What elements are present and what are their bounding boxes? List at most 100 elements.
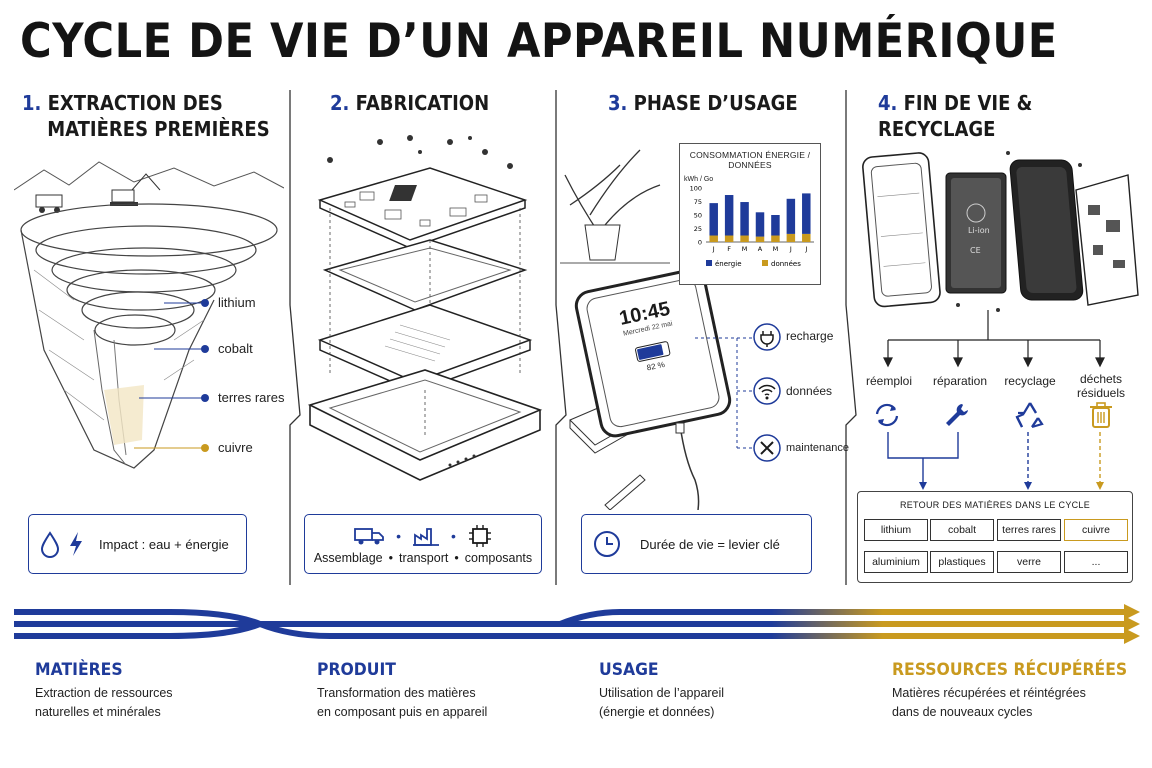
return-arrows (887, 432, 1104, 490)
trash-icon (1090, 402, 1112, 428)
eol-recycle-label: recyclage (1004, 374, 1056, 388)
chip-plastics: plastiques (930, 551, 994, 573)
water-drop-icon (40, 531, 60, 558)
divider-2 (555, 90, 567, 585)
bottom-recovered-line1: Matières récupérées et réintégrées (892, 686, 1086, 700)
bottom-materials-line2: naturelles et minérales (35, 705, 161, 719)
bar-energie (802, 193, 811, 234)
section-1-heading: 1. EXTRACTION DES MATIÈRES PREMIÈRES (22, 90, 270, 142)
section-3-line1: PHASE D’USAGE (633, 91, 798, 115)
chip-more: ... (1064, 551, 1128, 573)
lightning-icon (70, 532, 82, 556)
fab-sep-1: • (396, 527, 401, 544)
lithium-dot (201, 299, 209, 307)
tools-icon (753, 434, 781, 462)
cobalt-dot (201, 345, 209, 353)
usage-box: Durée de vie = levier clé (581, 514, 812, 574)
mining-truck-icon (35, 194, 63, 213)
chip-lithium: lithium (864, 519, 928, 541)
bottom-usage-line1: Utilisation de l’appareil (599, 686, 725, 700)
fab-item-transport: transport (399, 550, 449, 565)
factory-icon (413, 527, 439, 546)
section-2-line1: FABRICATION (355, 91, 490, 115)
section-2-heading: 2. FABRICATION (330, 90, 489, 116)
chart-ytick: 25 (694, 225, 702, 233)
fab-sep-2: • (451, 527, 456, 544)
bottom-product-desc: Transformation des matières en composant… (317, 684, 487, 722)
truck-icon (354, 527, 384, 544)
bottom-product-line1: Transformation des matières (317, 686, 476, 700)
section-1-number: 1. (22, 91, 42, 115)
chart-xtick: M (742, 245, 748, 253)
chart-xtick: M (773, 245, 779, 253)
mineral-cobalt: cobalt (218, 341, 253, 356)
chip-cobalt: cobalt (930, 519, 994, 541)
bar-donnees (771, 235, 780, 242)
bar-energie (740, 202, 749, 236)
section-1-line1: EXTRACTION DES (47, 91, 223, 115)
section-1-line2: MATIÈRES PREMIÈRES (47, 117, 270, 141)
mine-illustration (14, 161, 284, 469)
usage-data: données (786, 384, 833, 398)
page-title: CYCLE DE VIE D’UN APPAREIL NUMÉRIQUE (20, 14, 1058, 69)
clock-icon (594, 531, 620, 557)
chip-icon (468, 524, 491, 547)
legend-swatch (706, 260, 712, 266)
battery-mark: CE (970, 246, 981, 255)
legend-swatch (762, 260, 768, 266)
divider-1 (289, 90, 301, 585)
chip-glass: verre (997, 551, 1061, 573)
usage-maintenance: maintenance (786, 442, 849, 454)
battery-label: Li-ion (968, 226, 990, 235)
bottom-usage-title: USAGE (599, 660, 659, 680)
wifi-icon (753, 377, 781, 405)
bottom-materials-title: MATIÈRES (35, 660, 123, 680)
bar-donnees (755, 236, 765, 242)
mineral-rare-earths: terres rares (218, 390, 285, 405)
bottom-recovered-line2: dans de nouveaux cycles (892, 705, 1033, 719)
plug-icon (753, 323, 781, 351)
fab-sep-3: • (388, 550, 394, 565)
bar-donnees (740, 235, 749, 242)
chart-ytick: 75 (694, 198, 702, 206)
section-4-line1: FIN DE VIE & RECYCLAGE (878, 91, 1033, 141)
pen-illustration (604, 474, 646, 510)
chart-title: CONSOMMATION ÉNERGIE / DONNÉES (689, 150, 811, 170)
eol-waste-label: déchets résiduels (1076, 372, 1126, 400)
chart-xtick: F (727, 245, 731, 253)
legend-label: énergie (715, 260, 742, 268)
bottom-product-line2: en composant puis en appareil (317, 705, 488, 719)
chip-aluminium: aluminium (864, 551, 928, 573)
bottom-recovered-desc: Matières récupérées et réintégrées dans … (892, 684, 1086, 722)
return-box-title: RETOUR DES MATIÈRES DANS LE CYCLE (899, 500, 1091, 510)
mineral-copper: cuivre (218, 440, 253, 455)
chart-xtick: J (712, 245, 715, 253)
fabrication-box: • • Assemblage • transport • composants (304, 514, 542, 574)
section-4-heading: 4. FIN DE VIE & RECYCLAGE (878, 90, 1125, 142)
fab-item-components: composants (464, 550, 533, 565)
bar-energie (786, 198, 796, 234)
mineral-lithium: lithium (218, 295, 256, 310)
bottom-materials-desc: Extraction de ressources naturelles et m… (35, 684, 173, 722)
impact-text: Impact : eau + énergie (99, 536, 229, 552)
copper-dot (201, 444, 209, 452)
chart-xtick: A (758, 245, 763, 253)
exploded-device-illustration (307, 135, 543, 481)
chart-ytick: 0 (698, 239, 702, 247)
usage-recharge: recharge (786, 329, 834, 343)
section-3-heading: 3. PHASE D’USAGE (608, 90, 798, 116)
fab-item-assembly: Assemblage (313, 550, 383, 565)
bar-energie (771, 215, 780, 236)
recycle-icon (1015, 402, 1044, 429)
chip-rare-earths: terres rares (997, 519, 1061, 541)
bottom-product-title: PRODUIT (317, 660, 396, 680)
section-2-number: 2. (330, 91, 350, 115)
bottom-usage-line2: (énergie et données) (599, 705, 715, 719)
chart-ytick: 50 (694, 212, 702, 220)
bar-donnees (802, 233, 811, 242)
divider-3 (845, 90, 857, 585)
bar-energie (709, 203, 718, 236)
usage-connectors (695, 337, 753, 449)
consumption-chart: CONSOMMATION ÉNERGIE / DONNÉES kWh / Go … (679, 143, 821, 285)
chart-xtick: J (789, 245, 792, 253)
